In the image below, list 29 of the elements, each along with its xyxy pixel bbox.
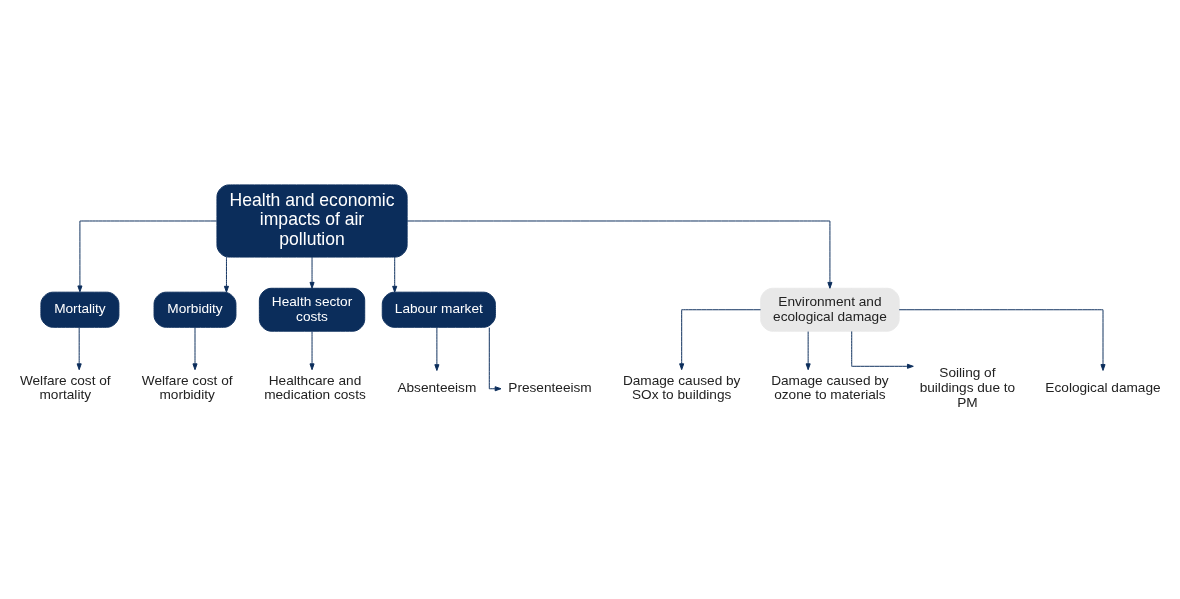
node-box: Morbidity: [153, 291, 237, 328]
arrow: [392, 256, 398, 293]
node-text: Absenteeism: [397, 379, 477, 395]
arrow: [406, 220, 833, 289]
arrow: [76, 327, 82, 371]
arrow: [223, 256, 229, 293]
node-text: Soiling of buildings due to PM: [919, 365, 1016, 410]
node-box: Environment and ecological damage: [760, 287, 900, 332]
arrow: [898, 309, 1106, 371]
arrow: [309, 256, 315, 289]
node-text: Damage caused by SOx to buildings: [622, 372, 741, 403]
arrow: [309, 331, 315, 371]
node-text: Welfare cost of morbidity: [141, 372, 233, 403]
node-text: Damage caused by ozone to materials: [771, 372, 889, 403]
arrow: [805, 331, 811, 371]
arrow: [679, 309, 762, 371]
node-box: Labour market: [381, 291, 496, 328]
node-box: Health and economic impacts of air pollution: [216, 184, 408, 258]
arrow: [77, 220, 218, 293]
node-text: Welfare cost of mortality: [19, 372, 111, 403]
arrow: [488, 327, 502, 392]
node-text: Ecological damage: [1045, 379, 1161, 395]
node-box: Health sector costs: [258, 287, 366, 332]
node-text: Healthcare and medication costs: [264, 372, 366, 403]
node-box: Mortality: [40, 291, 120, 328]
node-text: Presenteeism: [508, 379, 592, 395]
arrow: [192, 327, 198, 371]
arrow: [434, 327, 440, 371]
arrow: [851, 330, 914, 369]
